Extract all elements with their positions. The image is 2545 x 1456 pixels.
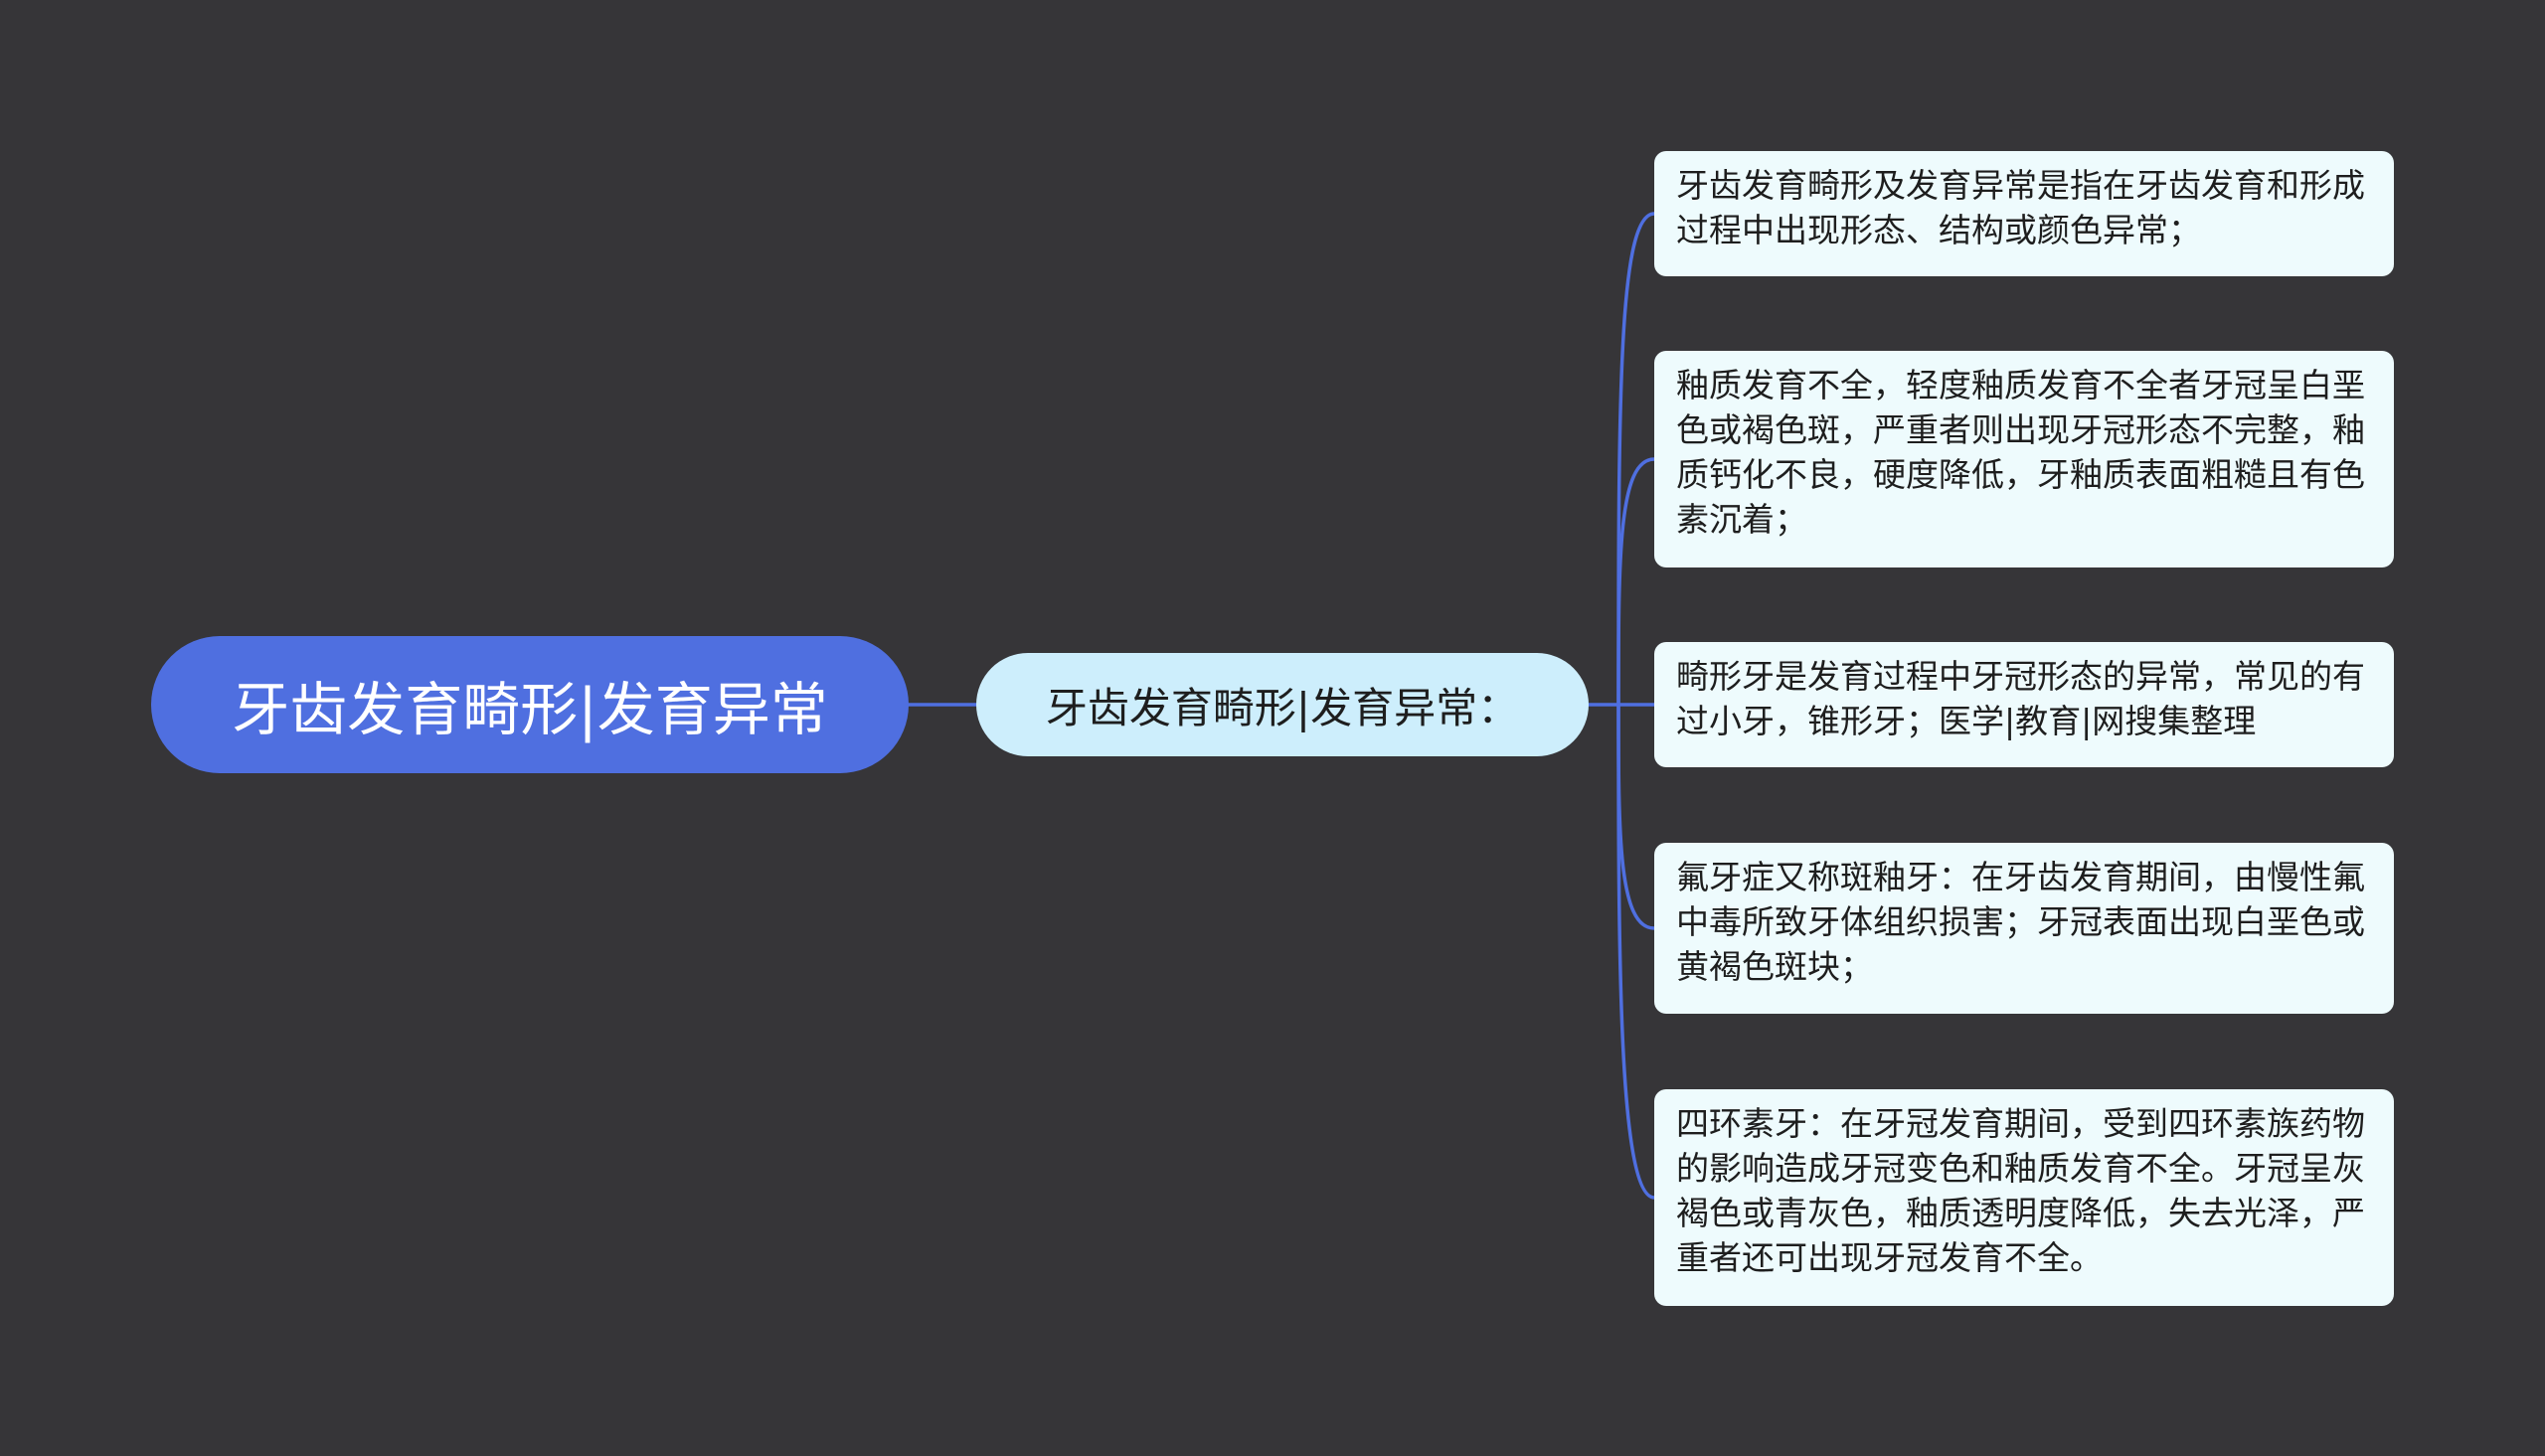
branch-topic[interactable]: 牙齿发育畸形|发育异常： [976, 653, 1589, 756]
connector-leaf-4 [1616, 703, 1656, 930]
root-topic-label: 牙齿发育畸形|发育异常 [232, 676, 828, 743]
leaf-topic-dental-fluorosis[interactable]: 氟牙症又称斑釉牙：在牙齿发育期间，由慢性氟中毒所致牙体组织损害；牙冠表面出现白垩… [1654, 843, 2394, 1014]
leaf-topic-text: 四环素牙：在牙冠发育期间，受到四环素族药物的影响造成牙冠变色和釉质发育不全。牙冠… [1676, 1104, 2365, 1277]
leaf-topic-definition[interactable]: 牙齿发育畸形及发育异常是指在牙齿发育和形成过程中出现形态、结构或颜色异常； [1654, 151, 2394, 276]
leaf-topic-text: 牙齿发育畸形及发育异常是指在牙齿发育和形成过程中出现形态、结构或颜色异常； [1676, 166, 2365, 249]
leaf-topic-malformed-teeth[interactable]: 畸形牙是发育过程中牙冠形态的异常，常见的有过小牙，锥形牙；医学|教育|网搜集整理 [1654, 642, 2394, 767]
connector-leaf-5 [1616, 703, 1656, 1200]
leaf-topic-text: 畸形牙是发育过程中牙冠形态的异常，常见的有过小牙，锥形牙；医学|教育|网搜集整理 [1676, 657, 2365, 740]
leaf-topic-text: 氟牙症又称斑釉牙：在牙齿发育期间，由慢性氟中毒所致牙体组织损害；牙冠表面出现白垩… [1676, 858, 2365, 986]
leaf-topic-enamel-hypoplasia[interactable]: 釉质发育不全，轻度釉质发育不全者牙冠呈白垩色或褐色斑，严重者则出现牙冠形态不完整… [1654, 351, 2394, 567]
connector-leaf-2 [1616, 457, 1656, 707]
leaf-topic-tetracycline-teeth[interactable]: 四环素牙：在牙冠发育期间，受到四环素族药物的影响造成牙冠变色和釉质发育不全。牙冠… [1654, 1089, 2394, 1306]
leaf-topic-text: 釉质发育不全，轻度釉质发育不全者牙冠呈白垩色或褐色斑，严重者则出现牙冠形态不完整… [1676, 366, 2365, 539]
branch-topic-label: 牙齿发育畸形|发育异常： [1045, 683, 1520, 732]
root-topic[interactable]: 牙齿发育畸形|发育异常 [151, 636, 909, 773]
